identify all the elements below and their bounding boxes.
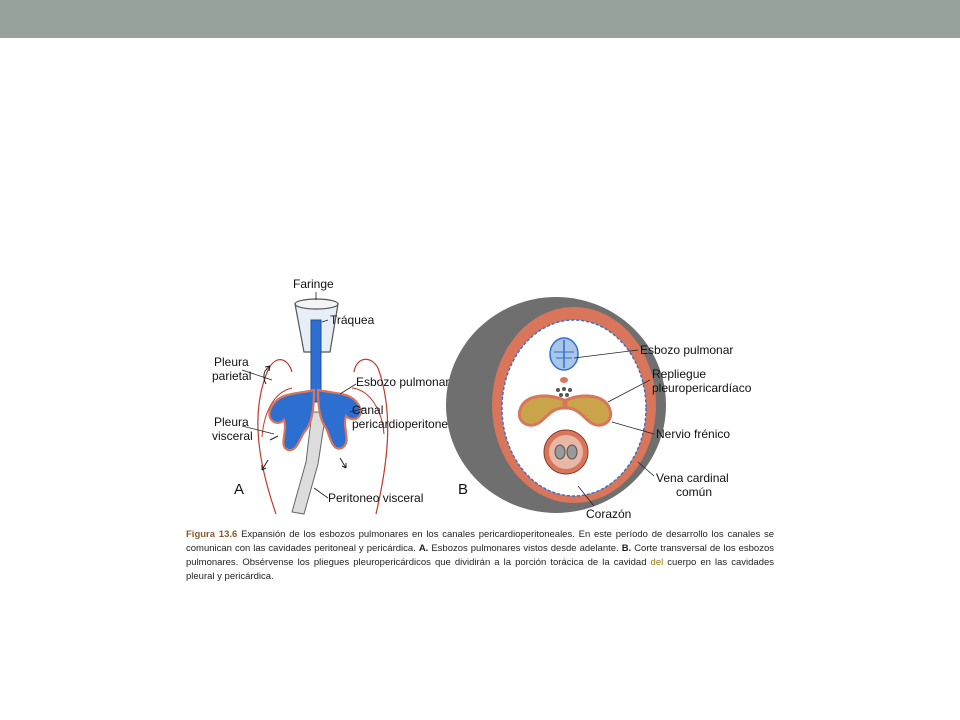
caption-highlight: del: [650, 557, 664, 568]
panel-a-arrows: [261, 365, 347, 471]
caption-text-4: cuerpo en las cavidades pleural y pericá…: [186, 557, 775, 582]
pleuropericardial-fold-right: [564, 394, 613, 427]
label-pleura-parietal-1: Pleura: [214, 355, 249, 369]
panel-a-letter: A: [234, 481, 244, 498]
heart-pericardium: [549, 435, 583, 469]
label-canal-2: pericardioperitoneal: [352, 417, 457, 431]
panel-b-leaders: [573, 349, 655, 507]
caption-text-2: Esbozos pulmonares vistos desde adelante…: [428, 543, 622, 554]
caption-text-3: Corte transversal de los esbozos pulmona…: [186, 543, 775, 568]
trachea: [310, 319, 322, 403]
label-pleura-parietal-2: parietal: [212, 369, 251, 383]
caption-text-1: Expansión de los esbozos pulmonares en l…: [186, 529, 774, 554]
label-esbozo-pulmonar-a: Esbozo pulmonar: [356, 375, 449, 389]
embryology-diagram: Faringe Tráquea Pleura parietal Esbozo p…: [212, 277, 752, 521]
label-corazon: Corazón: [586, 507, 631, 521]
figure-caption: Figura 13.6 Expansión de los esbozos pul…: [186, 528, 774, 584]
panel-a-canal-outline: [261, 387, 385, 438]
pleuropericardial-fold-left: [517, 394, 566, 427]
label-canal-1: Canal: [352, 403, 383, 417]
left-lung-bud: [268, 388, 316, 452]
lung-bud-cells: [556, 387, 572, 397]
label-pleura-visceral-2: visceral: [212, 429, 253, 443]
label-repliegue-1: Repliegue: [652, 367, 706, 381]
slide-header-bar: [0, 0, 960, 38]
label-faringe: Faringe: [293, 277, 334, 291]
label-esbozo-pulmonar-b: Esbozo pulmonar: [640, 343, 733, 357]
panel-a-body-wall: [257, 358, 389, 515]
panel-b-letter: B: [458, 481, 468, 498]
notochord: [560, 377, 568, 383]
pharynx-opening: [294, 298, 339, 310]
heart-chamber-right: [566, 444, 578, 460]
figure-13-6: Faringe Tráquea Pleura parietal Esbozo p…: [180, 262, 780, 602]
label-peritoneo-visceral: Peritoneo visceral: [328, 491, 423, 505]
right-lung-bud: [316, 388, 362, 450]
label-vena-cardinal-2: común: [676, 485, 712, 499]
panel-b: Esbozo pulmonar Repliegue pleuropericard…: [446, 297, 752, 521]
panel-a-leaders: [241, 292, 367, 499]
label-nervio-frenico: Nervio frénico: [656, 427, 730, 441]
label-repliegue-2: pleuropericardíaco: [652, 381, 752, 395]
caption-bold-b: B.: [621, 543, 632, 554]
panel-a: Faringe Tráquea Pleura parietal Esbozo p…: [212, 277, 457, 515]
caption-bold-a: A.: [418, 543, 429, 554]
label-traquea: Tráquea: [330, 313, 375, 327]
heart-chamber-left: [554, 444, 566, 460]
label-pleura-visceral-1: Pleura: [214, 415, 249, 429]
caption-figure-number: Figura 13.6: [186, 529, 238, 540]
label-vena-cardinal-1: Vena cardinal: [656, 471, 729, 485]
